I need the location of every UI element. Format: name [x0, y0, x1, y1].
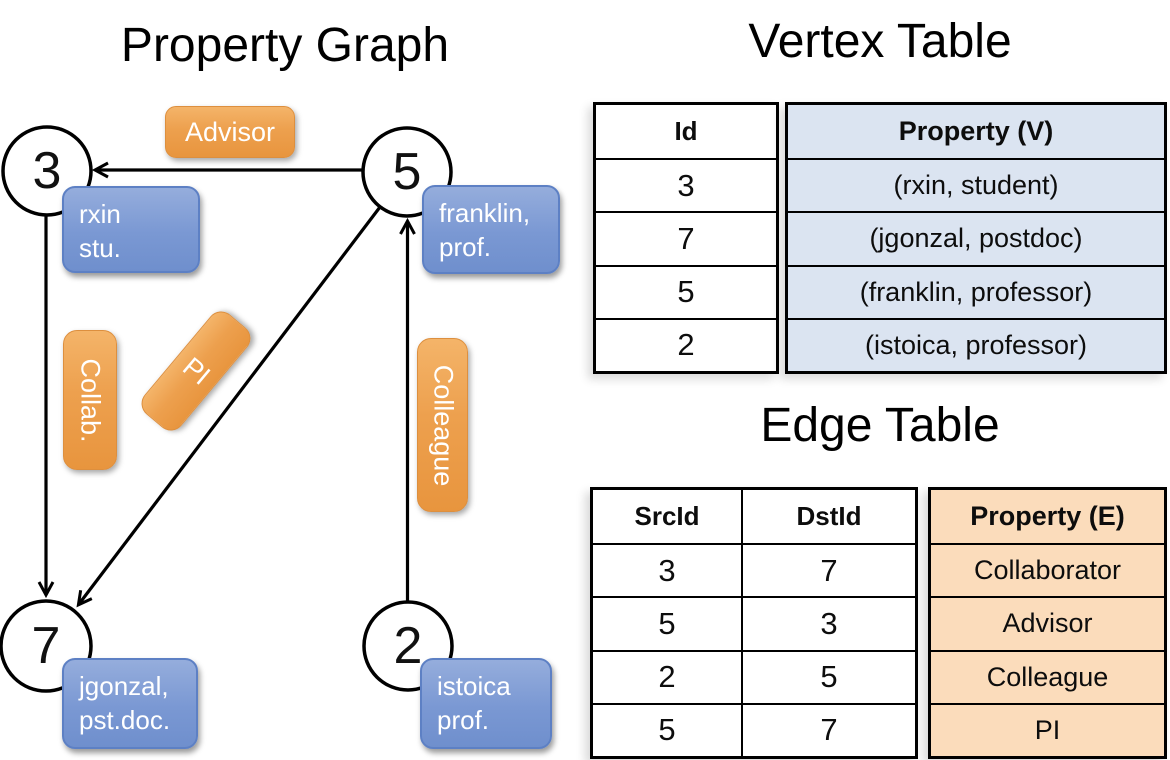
node-property-label-3: rxin stu.: [62, 186, 200, 273]
vertex-table-id-cell: 2: [596, 317, 776, 371]
vertex-table-id-cell: 3: [596, 158, 776, 211]
edge-table-srcid-cell: 3: [593, 543, 743, 597]
vertex-table-property-cell: (istoica, professor): [788, 317, 1164, 371]
vertex-table-id-cell: 5: [596, 264, 776, 318]
edge-label-colleague: Colleague: [417, 338, 468, 512]
edge-table-property-cell: Colleague: [931, 649, 1164, 703]
node-property-label-2: istoica prof.: [420, 658, 552, 749]
node-id-7: 7: [31, 617, 61, 675]
vertex-table-id-header: Id: [674, 116, 698, 147]
node-property-label-5: franklin, prof.: [422, 185, 560, 274]
node-property-label-7-line1: jgonzal,: [79, 671, 169, 701]
node-id-3: 3: [32, 142, 62, 200]
edge-table-dstid-cell: 7: [743, 543, 915, 596]
edge-table-dstid-cell: 7: [743, 702, 915, 756]
edge-label-pi-text: PI: [176, 350, 216, 391]
vertex-table-property-cell: (jgonzal, postdoc): [788, 211, 1164, 264]
edge-label-collab: Collab.: [63, 330, 117, 470]
node-property-label-5-line2: prof.: [439, 232, 492, 262]
edge-table-dstid-header: DstId: [796, 501, 862, 532]
vertex-table-property-header: Property (V): [898, 116, 1054, 147]
edge-table-dstid-cell: 5: [743, 649, 915, 703]
edge-table-srcid-header: SrcId: [593, 490, 743, 544]
vertex-table-property-column: Property (V) (rxin, student) (jgonzal, p…: [785, 102, 1167, 374]
node-property-label-3-line1: rxin: [79, 199, 121, 229]
edge-table-dstid-cell: 3: [743, 596, 915, 649]
edge-table-title: Edge Table: [760, 399, 1000, 452]
node-property-label-2-line1: istoica: [437, 671, 511, 701]
node-id-2: 2: [393, 617, 423, 675]
edge-label-collab-text: Collab.: [75, 357, 106, 443]
node-property-label-7: jgonzal, pst.doc.: [62, 658, 198, 749]
node-property-label-7-line2: pst.doc.: [79, 705, 171, 735]
edge-label-advisor-text: Advisor: [184, 116, 276, 147]
node-id-5: 5: [392, 143, 422, 201]
edge-table-srcid-cell: 5: [593, 596, 743, 650]
edge-label-advisor: Advisor: [165, 106, 295, 158]
edge-5-7: [76, 206, 382, 608]
edge-label-colleague-text: Colleague: [428, 364, 458, 486]
edge-table-srcid-cell: 2: [593, 649, 743, 703]
edge-table-property-column: Property (E) Collaborator Advisor Collea…: [928, 487, 1167, 759]
edge-table-property-header: Property (E): [970, 501, 1125, 532]
node-property-label-5-line1: franklin,: [439, 198, 531, 228]
vertex-table-property-cell: (franklin, professor): [788, 264, 1164, 318]
edge-table-property-cell: PI: [931, 702, 1164, 756]
vertex-table-id-column: Id 3 7 5 2: [593, 102, 779, 374]
edge-table-id-columns: SrcId DstId 3 7 5 3 2 5 5 7: [590, 487, 918, 759]
node-property-label-3-line2: stu.: [79, 233, 121, 263]
vertex-table-title: Vertex Table: [748, 15, 1012, 68]
edge-table-property-cell: Advisor: [931, 596, 1164, 649]
edge-table-property-cell: Collaborator: [931, 543, 1164, 596]
node-property-label-2-line2: prof.: [437, 705, 490, 735]
property-graph-title: Property Graph: [120, 19, 450, 72]
vertex-table-property-cell: (rxin, student): [788, 158, 1164, 211]
vertex-table-id-cell: 7: [596, 211, 776, 264]
edge-table-srcid-cell: 5: [593, 702, 743, 756]
